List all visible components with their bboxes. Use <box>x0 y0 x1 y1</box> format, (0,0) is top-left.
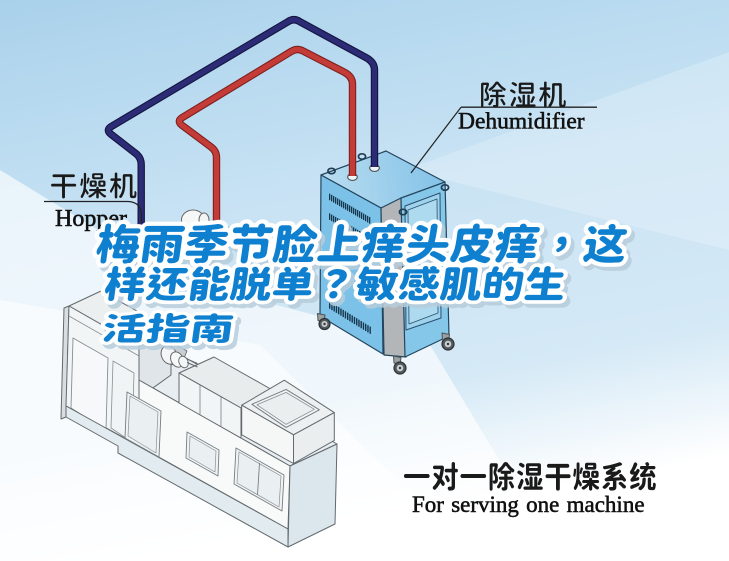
svg-text:Dehumidifier: Dehumidifier <box>458 109 585 135</box>
svg-text:For serving one machine: For serving one machine <box>412 492 645 517</box>
